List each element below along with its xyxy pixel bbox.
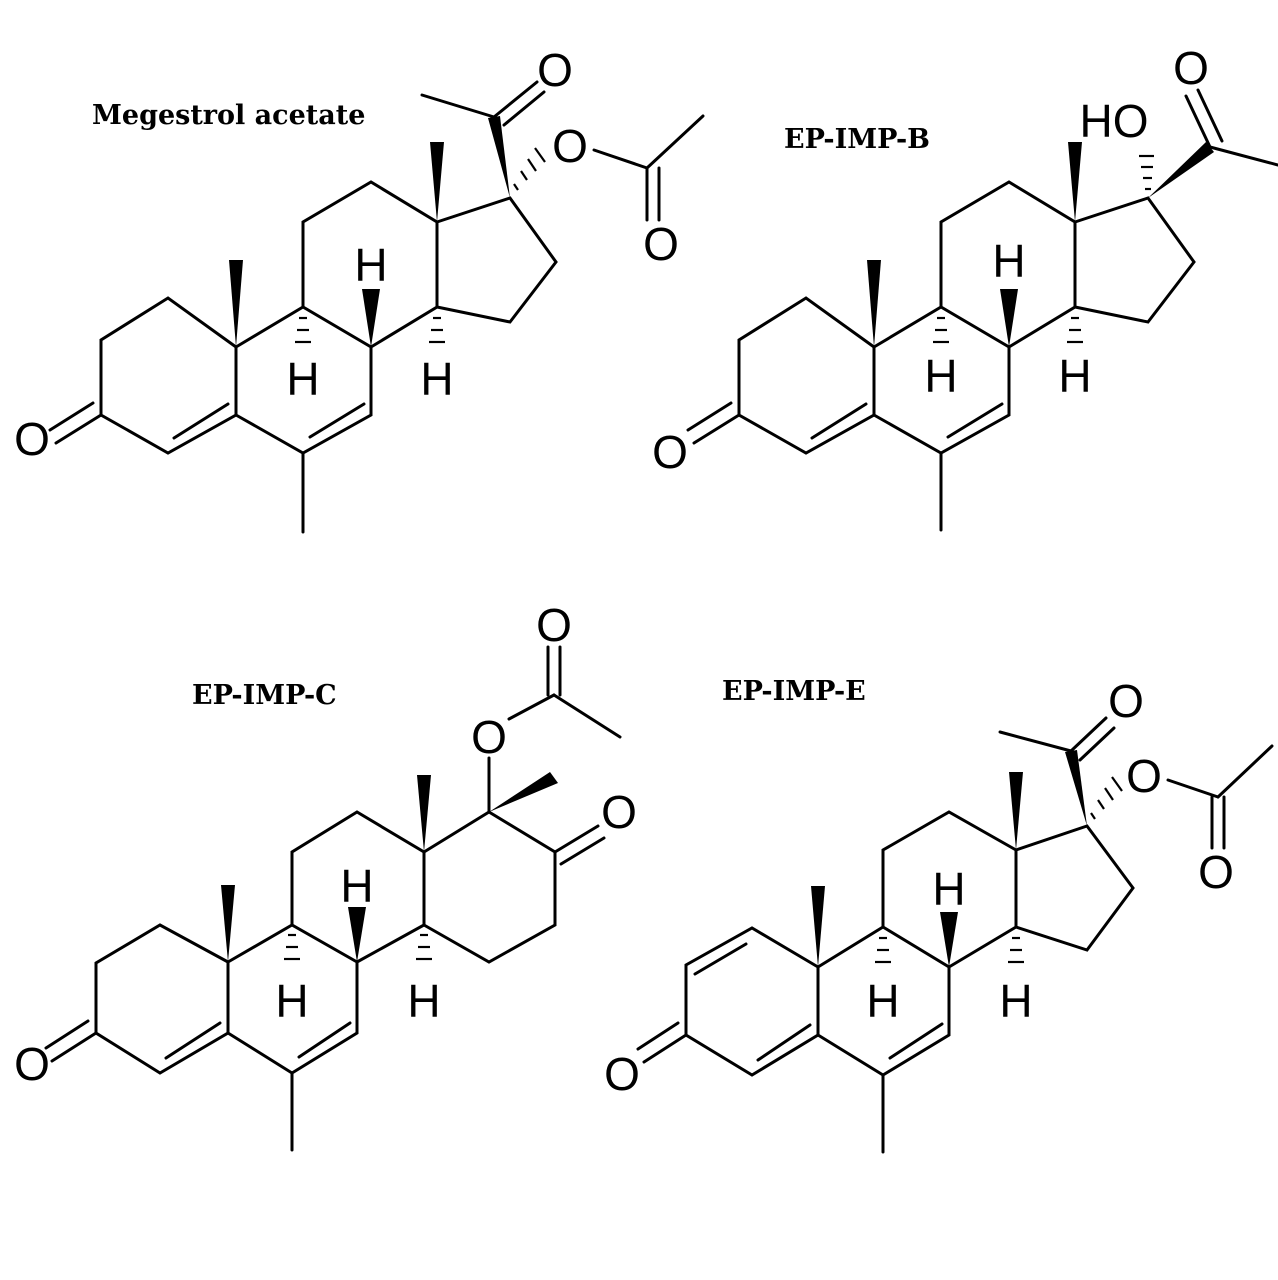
acetoxy-hash <box>1090 776 1123 820</box>
ring-a <box>94 923 230 1075</box>
acetyl-wedge <box>488 116 510 198</box>
double-bond-4-5 <box>172 402 230 440</box>
double-bond-6-7 <box>297 1021 352 1059</box>
structure-megestrol-acetate: Megestrol acetate O H H <box>14 44 705 534</box>
double-bond-6-7 <box>946 402 1004 439</box>
h-hash <box>933 316 949 344</box>
atom-oxygen: O <box>604 1048 640 1100</box>
ring-b <box>816 925 951 1077</box>
h-hash <box>295 316 311 344</box>
h-hash <box>875 936 891 964</box>
ring-d <box>422 810 557 964</box>
double-bond-1-2 <box>693 942 748 976</box>
h-wedge <box>362 289 380 347</box>
h-hash <box>429 316 445 344</box>
atom-hydroxyl: HO <box>1080 95 1149 147</box>
structure-ep-imp-c: EP-IMP-C O O H H H O <box>14 599 637 1152</box>
structure-ep-imp-e: EP-IMP-E O H H H O <box>604 675 1274 1154</box>
carbonyl-bond <box>492 80 539 119</box>
atom-oxygen: O <box>536 599 572 651</box>
atom-hydrogen: H <box>275 975 308 1027</box>
methyl-wedge <box>229 260 243 347</box>
acetoxy-hash <box>513 147 546 191</box>
atom-oxygen: O <box>14 1038 50 1090</box>
atom-oxygen: O <box>1108 675 1144 727</box>
acetyl-methyl-bond <box>1208 145 1278 167</box>
ring-d <box>1014 824 1135 952</box>
structure-name: EP-IMP-E <box>722 676 866 707</box>
h-wedge <box>1000 289 1018 347</box>
h-wedge <box>940 912 958 967</box>
structure-name: EP-IMP-C <box>192 680 337 711</box>
double-bond-6-7 <box>308 402 366 439</box>
ring-c <box>301 180 439 349</box>
double-bond-4-5 <box>756 1023 812 1062</box>
atom-oxygen: O <box>1173 42 1209 94</box>
ring-d <box>1073 196 1196 324</box>
atom-hydrogen: H <box>924 350 957 402</box>
atom-hydrogen: H <box>354 239 387 291</box>
ring-c <box>939 180 1077 349</box>
ring-a <box>684 926 820 1077</box>
h-wedge <box>348 907 366 962</box>
structure-name: Megestrol acetate <box>92 100 365 131</box>
atom-hydrogen: H <box>866 975 899 1027</box>
atom-hydrogen: H <box>407 975 440 1027</box>
double-bond-6-7 <box>888 1022 944 1060</box>
ring-a <box>99 296 238 455</box>
ring-b <box>234 305 373 455</box>
acetyl-wedge <box>1065 750 1087 826</box>
carbonyl-bond <box>553 824 600 854</box>
methyl-wedge <box>489 772 558 812</box>
double-bond-4-5 <box>164 1021 222 1060</box>
methyl-wedge <box>811 886 825 967</box>
ring-d <box>435 196 558 324</box>
carbonyl-bond <box>692 413 741 445</box>
h-hash <box>416 933 432 961</box>
atom-oxygen: O <box>601 786 637 838</box>
carbonyl-bond <box>642 1033 688 1064</box>
methyl-wedge <box>1009 772 1023 850</box>
ring-b <box>226 923 359 1075</box>
atom-hydrogen: H <box>992 235 1025 287</box>
hydroxyl-hash <box>1139 154 1154 191</box>
ring-c <box>290 810 426 964</box>
methyl-wedge <box>867 260 881 347</box>
ring-c <box>881 810 1018 969</box>
atom-oxygen: O <box>552 120 588 172</box>
atom-hydrogen: H <box>340 860 373 912</box>
atom-oxygen: O <box>1126 750 1162 802</box>
methyl-wedge <box>221 885 235 962</box>
ring-b <box>872 305 1011 455</box>
atom-hydrogen: H <box>286 353 319 405</box>
atom-oxygen: O <box>643 218 679 270</box>
atom-hydrogen: H <box>932 863 965 915</box>
atom-hydrogen: H <box>999 975 1032 1027</box>
carbonyl-bond <box>1184 94 1212 149</box>
atom-oxygen: O <box>537 44 573 96</box>
carbonyl-bond <box>1069 716 1108 753</box>
carbonyl-bond <box>50 1031 98 1063</box>
structure-name: EP-IMP-B <box>784 124 930 155</box>
atom-hydrogen: H <box>420 353 453 405</box>
acetyl-methyl-bond <box>420 93 496 119</box>
carbonyl-bond <box>54 413 103 445</box>
acetyl-wedge <box>1148 142 1214 198</box>
atom-hydrogen: H <box>1058 350 1091 402</box>
atom-oxygen: O <box>1198 846 1234 898</box>
double-bond-4-5 <box>810 402 868 440</box>
structure-ep-imp-b: EP-IMP-B O H H H <box>652 42 1278 532</box>
ring-a <box>737 296 876 455</box>
h-hash <box>284 933 300 961</box>
atom-oxygen: O <box>652 426 688 478</box>
atom-oxygen: O <box>14 413 50 465</box>
methyl-wedge <box>1068 142 1082 222</box>
h-hash <box>1067 316 1083 344</box>
methyl-wedge <box>417 775 431 852</box>
atom-oxygen: O <box>471 711 507 763</box>
methyl-wedge <box>430 142 444 222</box>
h-hash <box>1008 936 1024 964</box>
acetyl-methyl-bond <box>998 730 1073 753</box>
